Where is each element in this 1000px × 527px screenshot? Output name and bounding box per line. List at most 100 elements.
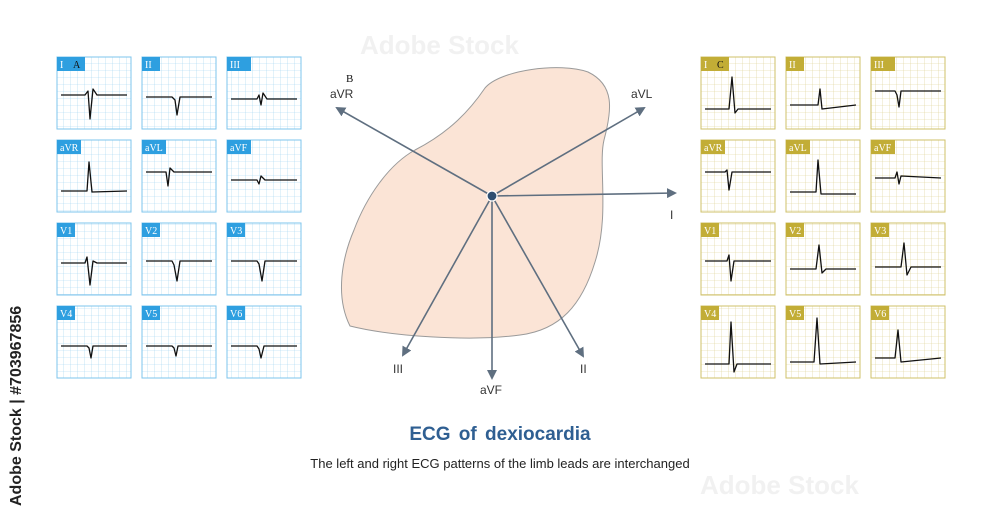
right-lead-label: V3 bbox=[874, 226, 886, 237]
right-lead-cell: II bbox=[785, 56, 861, 130]
left-ecg-waveform bbox=[146, 96, 212, 116]
left-lead-label-bg bbox=[57, 306, 75, 320]
left-lead-label-bg bbox=[142, 57, 160, 71]
left-lead-label-bg bbox=[57, 223, 75, 237]
left-lead-label-bg bbox=[227, 306, 245, 320]
left-lead-cell: V4 bbox=[56, 305, 132, 379]
page-title: ECG of dexiocardia bbox=[409, 424, 591, 445]
left-lead-label-bg bbox=[227, 57, 251, 71]
right-lead-label: II bbox=[789, 60, 796, 71]
right-lead-cell: III bbox=[870, 56, 946, 130]
panel-letter-bg bbox=[715, 57, 729, 71]
stock-id-text: Adobe Stock | #703967856 bbox=[8, 305, 25, 506]
left-lead-label-bg bbox=[57, 57, 71, 71]
axis-avl-line bbox=[491, 106, 646, 197]
left-lead-label: V5 bbox=[145, 309, 157, 320]
axis-center-dot bbox=[486, 190, 498, 202]
axis-ii-line bbox=[491, 195, 584, 358]
left-lead-cell: V6 bbox=[226, 305, 302, 379]
right-ecg-waveform bbox=[790, 317, 857, 365]
right-lead-label-bg bbox=[871, 306, 889, 320]
right-ecg-waveform bbox=[705, 321, 771, 373]
left-ecg-waveform bbox=[146, 167, 212, 187]
left-ecg-waveform bbox=[61, 88, 127, 120]
right-lead-cell: aVF bbox=[870, 139, 946, 213]
axis-label-iii: III bbox=[393, 362, 403, 376]
left-lead-cell: aVL bbox=[141, 139, 217, 213]
right-lead-label: V2 bbox=[789, 226, 801, 237]
left-lead-label-bg bbox=[227, 140, 251, 154]
right-lead-label: aVF bbox=[874, 143, 892, 154]
right-lead-label-bg bbox=[701, 306, 719, 320]
right-ecg-waveform bbox=[705, 76, 771, 114]
panel-letter-label: A bbox=[73, 60, 81, 71]
right-ecg-waveform bbox=[705, 254, 771, 282]
right-lead-cell: V2 bbox=[785, 222, 861, 296]
left-lead-label: V3 bbox=[230, 226, 242, 237]
left-lead-cell: aVF bbox=[226, 139, 302, 213]
left-ecg-waveform bbox=[231, 345, 297, 359]
left-lead-cell: V2 bbox=[141, 222, 217, 296]
right-lead-label-bg bbox=[786, 223, 804, 237]
left-ecg-waveform bbox=[231, 175, 297, 185]
right-lead-cell: V3 bbox=[870, 222, 946, 296]
left-lead-cell: II bbox=[141, 56, 217, 130]
left-lead-label: V2 bbox=[145, 226, 157, 237]
right-lead-label: III bbox=[874, 60, 884, 71]
left-lead-label-bg bbox=[142, 223, 160, 237]
left-lead-cell: aVR bbox=[56, 139, 132, 213]
right-ecg-waveform bbox=[875, 329, 942, 363]
right-ecg-waveform bbox=[790, 244, 856, 274]
heart-axis-diagram: B aVR aVL I II III aVF bbox=[330, 67, 677, 397]
right-lead-cell: V5 bbox=[785, 305, 861, 379]
right-ecg-waveform bbox=[875, 242, 941, 276]
right-lead-label: V5 bbox=[789, 309, 801, 320]
axis-label-avf: aVF bbox=[480, 383, 502, 397]
right-ecg-waveform bbox=[790, 159, 856, 195]
right-lead-label-bg bbox=[786, 57, 804, 71]
axis-iii-line bbox=[402, 195, 493, 357]
left-lead-label: aVL bbox=[145, 143, 163, 154]
axis-label-avl: aVL bbox=[631, 87, 653, 101]
left-lead-label: V4 bbox=[60, 309, 72, 320]
left-ecg-waveform bbox=[61, 161, 128, 193]
left-lead-label: I bbox=[60, 60, 63, 71]
right-lead-label: V6 bbox=[874, 309, 886, 320]
panel-letter-bg bbox=[71, 57, 85, 71]
left-lead-label: aVF bbox=[230, 143, 248, 154]
left-ecg-waveform bbox=[231, 92, 297, 106]
right-ecg-waveform bbox=[705, 169, 771, 191]
right-lead-label-bg bbox=[701, 140, 725, 154]
right-lead-label: I bbox=[704, 60, 707, 71]
right-ecg-waveform bbox=[875, 171, 942, 185]
right-lead-label-bg bbox=[786, 306, 804, 320]
left-ecg-waveform bbox=[61, 256, 127, 286]
left-lead-label-bg bbox=[142, 306, 160, 320]
left-lead-label-bg bbox=[57, 140, 81, 154]
left-lead-label: V6 bbox=[230, 309, 242, 320]
right-ecg-waveform bbox=[875, 90, 941, 108]
axis-i-line bbox=[491, 188, 677, 199]
left-lead-label-bg bbox=[142, 140, 166, 154]
right-ecg-waveform bbox=[790, 88, 857, 110]
right-lead-label: aVR bbox=[704, 143, 723, 154]
right-lead-label-bg bbox=[871, 223, 889, 237]
left-ecg-waveform bbox=[146, 345, 212, 357]
left-lead-cell: III bbox=[226, 56, 302, 130]
right-lead-label: V1 bbox=[704, 226, 716, 237]
right-lead-cell: V6 bbox=[870, 305, 946, 379]
right-lead-label-bg bbox=[871, 57, 895, 71]
right-lead-cell: aVL bbox=[785, 139, 861, 213]
axis-label-i: I bbox=[670, 208, 673, 222]
right-lead-label: V4 bbox=[704, 309, 716, 320]
right-lead-label: aVL bbox=[789, 143, 807, 154]
axis-label-ii: II bbox=[580, 362, 587, 376]
right-lead-cell: aVR bbox=[700, 139, 776, 213]
page-subtitle: The left and right ECG patterns of the l… bbox=[310, 456, 690, 471]
panel-letter-label: C bbox=[717, 60, 724, 71]
right-lead-label-bg bbox=[871, 140, 895, 154]
